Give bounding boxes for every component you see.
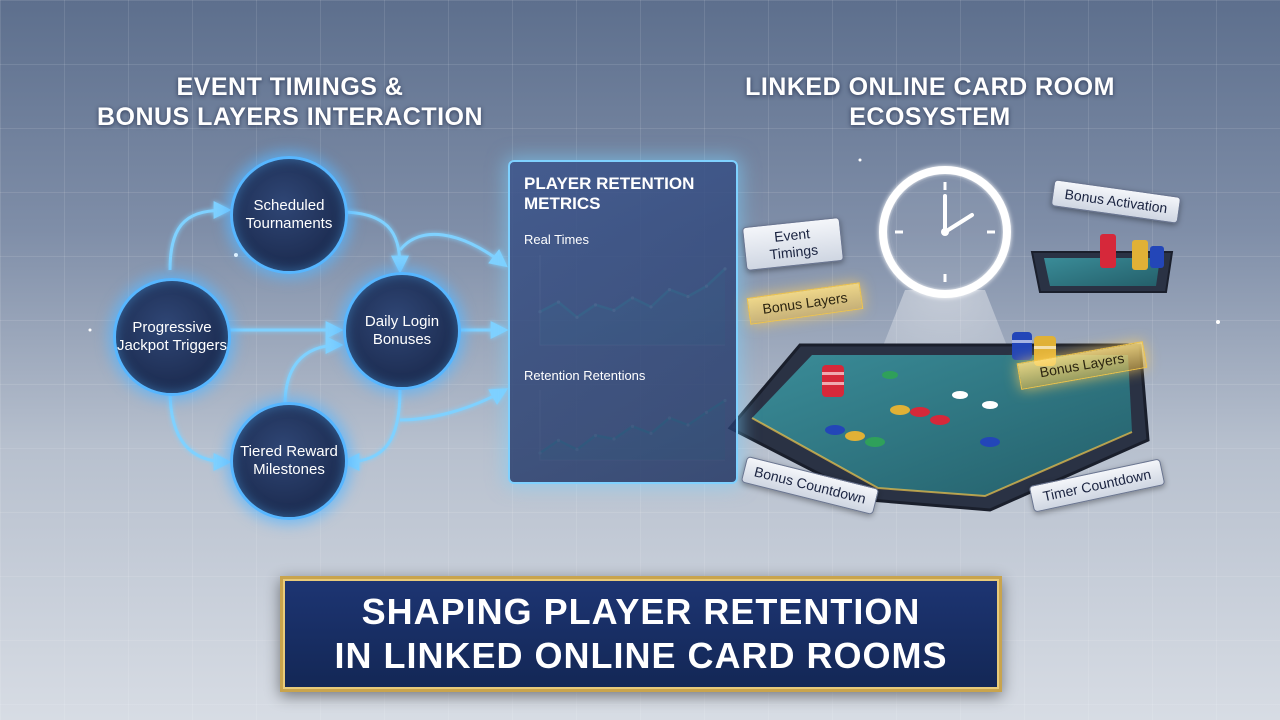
node-label-line: Jackpot Triggers [116, 337, 228, 354]
connector-jackpot-to-milestones [168, 389, 232, 471]
node-scheduled-tournaments[interactable]: Scheduled Tournaments [230, 156, 348, 274]
node-connectors [168, 201, 509, 471]
banner-line-1: SHAPING PLAYER RETENTION [361, 591, 921, 632]
node-progressive-jackpot[interactable]: Progressive Jackpot Triggers [113, 278, 231, 396]
left-heading-line-2: BONUS LAYERS INTERACTION [96, 103, 484, 131]
left-heading: EVENT TIMINGS & BONUS LAYERS INTERACTION [70, 72, 510, 132]
metrics-panel-title: PLAYER RETENTION METRICS [524, 174, 724, 214]
panel-title-line-2: METRICS [524, 194, 601, 213]
node-label-line: Tournaments [245, 215, 333, 232]
right-heading-line-1: LINKED ONLINE CARD ROOM [745, 73, 1115, 101]
scattered-chips [825, 371, 1000, 447]
node-label-line: Milestones [253, 461, 325, 478]
clock-icon [879, 166, 1011, 298]
chip-stack-red [822, 365, 844, 397]
chart2-label: Retention Retentions [524, 368, 646, 383]
connector-milestones-to-login [283, 336, 344, 406]
left-heading-line-1: EVENT TIMINGS & [176, 73, 404, 101]
connector-tournaments-to-login [339, 210, 409, 274]
mini-table [1030, 234, 1174, 293]
node-label-line: Daily Login [364, 313, 440, 330]
node-label-line: Progressive [132, 319, 212, 336]
right-heading: LINKED ONLINE CARD ROOM ECOSYSTEM [720, 72, 1140, 132]
right-heading-line-2: ECOSYSTEM [849, 103, 1011, 131]
panel-title-line-1: PLAYER RETENTION [524, 174, 695, 193]
banner-line-2: IN LINKED ONLINE CARD ROOMS [334, 635, 948, 676]
connector-login-to-milestones [341, 389, 402, 471]
connector-jackpot-to-tournaments [168, 201, 232, 271]
node-daily-login[interactable]: Daily Login Bonuses [343, 272, 461, 390]
node-label-line: Tiered Reward [240, 443, 338, 460]
chart1-label: Real Times [524, 232, 590, 247]
connector-tournaments-to-panel [398, 232, 508, 268]
node-tiered-reward[interactable]: Tiered Reward Milestones [230, 402, 348, 520]
node-label-line: Bonuses [372, 331, 432, 348]
connector-milestones-to-panel [399, 388, 509, 422]
chip-stack-blue [1012, 332, 1032, 360]
node-label-line: Scheduled [253, 197, 325, 214]
metrics-panel: PLAYER RETENTION METRICS Real Times Rete… [508, 160, 738, 484]
title-banner: SHAPING PLAYER RETENTION IN LINKED ONLIN… [280, 576, 1002, 692]
